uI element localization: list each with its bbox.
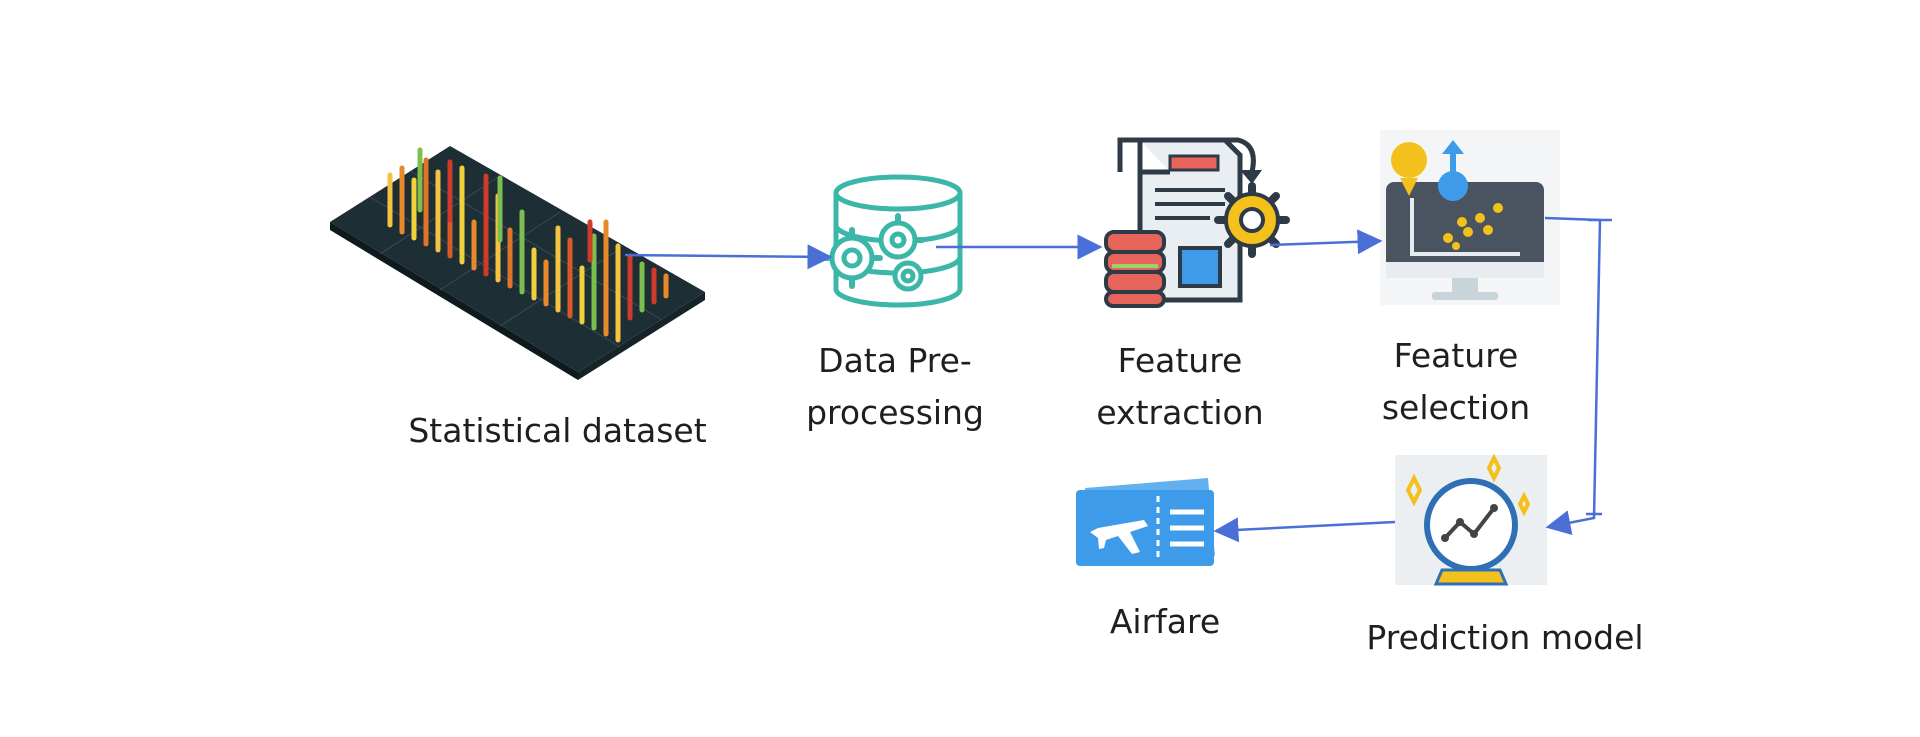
label-line1: Feature	[1117, 341, 1243, 380]
label-statistical-dataset: Statistical dataset	[400, 405, 715, 457]
label-feature-extraction: Feature extraction	[1080, 335, 1280, 439]
document-gear-icon	[1104, 137, 1290, 308]
arrow-dataset-to-preprocessing	[624, 244, 833, 270]
3d-surface-chart-icon	[330, 146, 705, 380]
database-gears-icon	[821, 174, 963, 308]
arrows	[624, 216, 1612, 543]
monitor-scatter-icon	[1380, 130, 1560, 305]
label-line2: extraction	[1096, 393, 1264, 432]
arrow-model-to-airfare	[1213, 517, 1396, 543]
label-text: Statistical dataset	[408, 411, 707, 450]
label-text: Prediction model	[1366, 618, 1644, 657]
label-data-preprocessing: Data Pre- processing	[795, 335, 995, 439]
label-line2: selection	[1381, 388, 1531, 427]
label-text: Airfare	[1109, 602, 1221, 641]
label-feature-selection: Feature selection	[1356, 330, 1556, 434]
label-prediction-model: Prediction model	[1350, 612, 1660, 664]
plane-ticket-icon	[1076, 478, 1215, 566]
arrow-selection-to-model	[1544, 216, 1602, 535]
label-line1: Feature	[1393, 336, 1519, 375]
crystal-ball-icon	[1395, 453, 1547, 586]
label-airfare: Airfare	[1070, 596, 1260, 648]
label-line1: Data Pre-	[818, 341, 972, 380]
label-line2: processing	[806, 393, 984, 432]
arrow-extraction-to-selection	[1269, 229, 1383, 255]
